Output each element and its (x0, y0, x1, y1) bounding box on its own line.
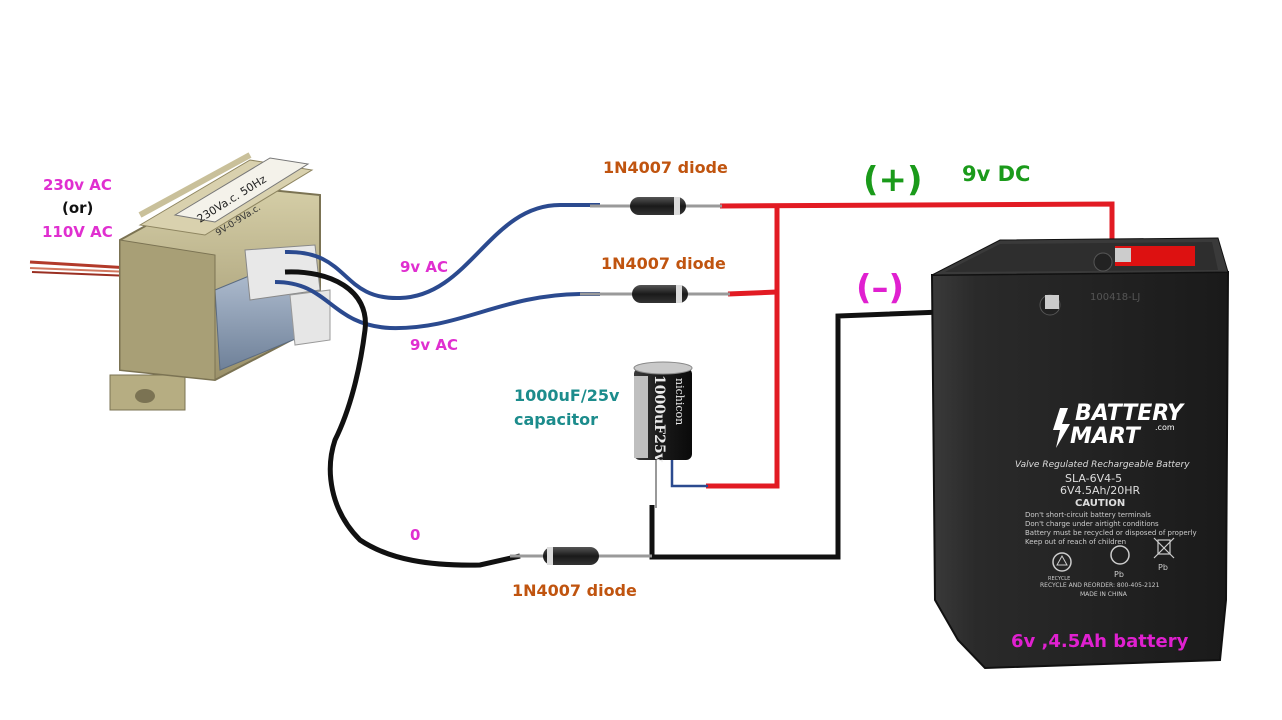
lightning-logo-icon (1053, 408, 1070, 448)
battery-caution-2: Don't charge under airtight conditions (1025, 520, 1159, 528)
ac-label-top: 9v AC (400, 258, 449, 276)
negative-symbol: (–) (856, 268, 905, 308)
diode-band (547, 547, 553, 565)
zero-label: 0 (410, 526, 421, 544)
mount-hole (135, 389, 155, 403)
input-voltage-or: (or) (62, 199, 94, 217)
diode-middle (580, 285, 730, 303)
battery (930, 237, 1230, 670)
battery-top-code: 100418-LJ (1090, 292, 1140, 303)
battery-reorder: RECYCLE AND REORDER: 800-405-2121 (1040, 582, 1160, 589)
battery-caption: 6v ,4.5Ah battery (1011, 631, 1189, 652)
battery-brand-line1: BATTERY (1075, 401, 1185, 426)
diode-bottom (510, 547, 652, 565)
battery-caution-3: Battery must be recycled or disposed of … (1025, 529, 1197, 537)
input-voltage-110: 110V AC (42, 223, 113, 241)
input-voltage-230: 230v AC (43, 176, 112, 194)
diode-middle-label: 1N4007 diode (601, 254, 726, 273)
battery-pb-2: Pb (1158, 563, 1168, 572)
battery-spec: 6V4.5Ah/20HR (1060, 484, 1140, 497)
ac-label-bottom: 9v AC (410, 336, 459, 354)
ac-wire-bottom (274, 280, 600, 331)
transformer-label-plate (173, 157, 310, 223)
ac-wire-top (284, 203, 600, 301)
mains-input-wires (29, 260, 131, 277)
battery-made-in: MADE IN CHINA (1080, 591, 1128, 598)
capacitor-label-name: capacitor (514, 410, 599, 429)
diode-bottom-label: 1N4007 diode (512, 581, 637, 600)
crossed-bin-icon (1153, 537, 1175, 559)
battery-caution-1: Don't short-circuit battery terminals (1025, 511, 1151, 519)
negative-wire (649, 305, 1046, 560)
diode-top (590, 197, 722, 215)
recycle-icon (1052, 552, 1072, 572)
dc-output-label: 9v DC (962, 162, 1031, 186)
center-tap-wire (284, 269, 521, 568)
capacitor (633, 361, 708, 508)
battery-subtitle: Valve Regulated Rechargeable Battery (1015, 460, 1190, 470)
battery-recycle-label: RECYCLE (1048, 576, 1070, 582)
battery-caution-4: Keep out of reach of children (1025, 538, 1126, 546)
diode-top-label: 1N4007 diode (603, 158, 728, 177)
pb-recycle-icon (1110, 545, 1130, 565)
diode-band (676, 285, 682, 303)
capacitor-brand-text: nichicon (673, 378, 686, 425)
transformer (109, 152, 331, 411)
capacitor-value-text: 1000uF25v (651, 375, 667, 463)
battery-model: SLA-6V4-5 (1065, 472, 1122, 485)
battery-brand-suffix: .com (1155, 423, 1175, 432)
battery-pb-1: Pb (1114, 570, 1124, 579)
positive-symbol: (+) (863, 160, 923, 200)
capacitor-label-value: 1000uF/25v (514, 386, 620, 405)
diode-band (674, 197, 680, 215)
capacitor-stripe (634, 376, 648, 458)
battery-brand-line2: MART (1070, 424, 1142, 449)
battery-caution-title: CAUTION (1075, 498, 1125, 509)
battery-positive-terminal (1115, 246, 1195, 266)
